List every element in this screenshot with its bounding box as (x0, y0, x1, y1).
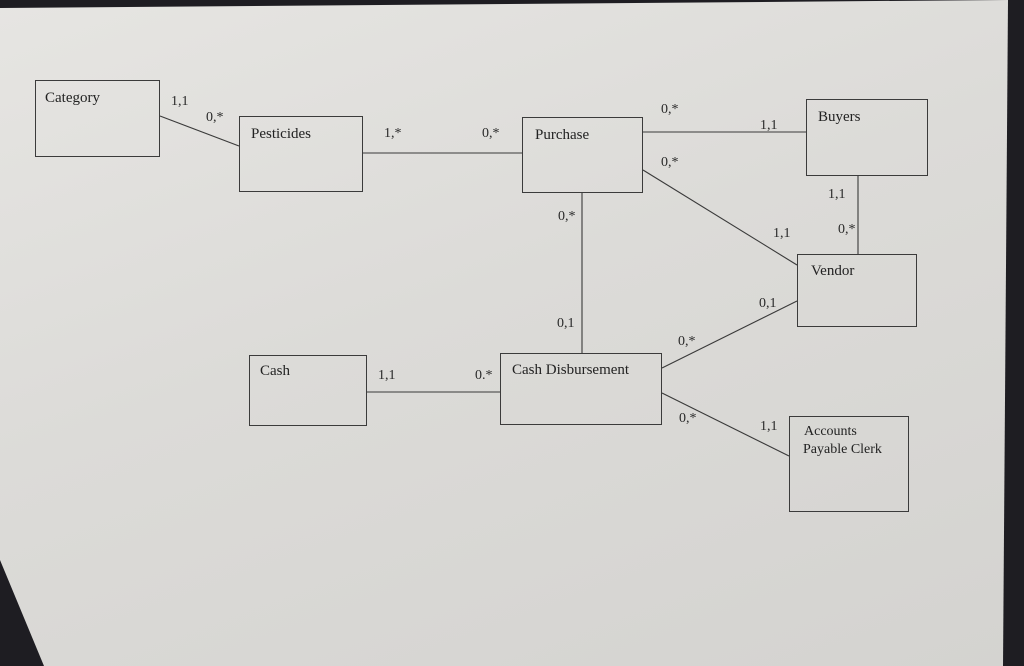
card-vendor-cashdisb-vendor: 0,1 (759, 296, 777, 311)
card-vendor-cashdisb-cashdisb: 0,* (678, 334, 696, 349)
card-purchase-cashdisb-bottom: 0,1 (557, 316, 575, 331)
rel-vendor-cashdisb (661, 300, 798, 369)
entity-category (35, 80, 160, 157)
entity-cash (249, 355, 367, 426)
card-category-side: 1,1 (171, 94, 189, 109)
card-cash-cashdisb-right: 0.* (475, 368, 493, 383)
entity-vendor (797, 254, 917, 327)
rel-purchase-vendor (642, 169, 798, 266)
entity-cash-disbursement-label: Cash Disbursement (512, 362, 630, 378)
rel-category-pesticides (159, 115, 240, 147)
entity-purchase-label: Purchase (535, 127, 590, 143)
entity-pesticides-label: Pesticides (251, 126, 311, 142)
entity-ap-clerk-label-line2: Payable Clerk (803, 442, 882, 457)
entity-cash-disbursement (500, 353, 662, 425)
card-pesticides-purchase-left: 1,* (384, 126, 402, 141)
entity-vendor-label: Vendor (811, 263, 855, 279)
entity-accounts-payable-clerk (789, 416, 909, 512)
entity-category-label: Category (45, 90, 100, 106)
entity-ap-clerk-label-line1: Accounts (804, 424, 857, 439)
card-pesticides-side: 0,* (206, 110, 224, 125)
card-purchase-vendor-left: 0,* (661, 155, 679, 170)
card-purchase-buyers-left: 0,* (661, 102, 679, 117)
card-purchase-vendor-right: 1,1 (773, 226, 791, 241)
entity-cash-label: Cash (260, 363, 290, 379)
card-cashdisb-apclerk-left: 0,* (679, 411, 697, 426)
card-purchase-buyers-right: 1,1 (760, 118, 778, 133)
entity-buyers-label: Buyers (818, 109, 861, 125)
card-purchase-cashdisb-top: 0,* (558, 209, 576, 224)
entity-buyers (806, 99, 928, 176)
card-buyers-vendor-top: 1,1 (828, 187, 846, 202)
rel-cashdisb-apclerk (661, 392, 790, 457)
entity-purchase (522, 117, 643, 193)
card-cashdisb-apclerk-right: 1,1 (760, 419, 778, 434)
card-buyers-vendor-bottom: 0,* (838, 222, 856, 237)
entity-pesticides (239, 116, 363, 192)
card-pesticides-purchase-right: 0,* (482, 126, 500, 141)
card-cash-cashdisb-left: 1,1 (378, 368, 396, 383)
